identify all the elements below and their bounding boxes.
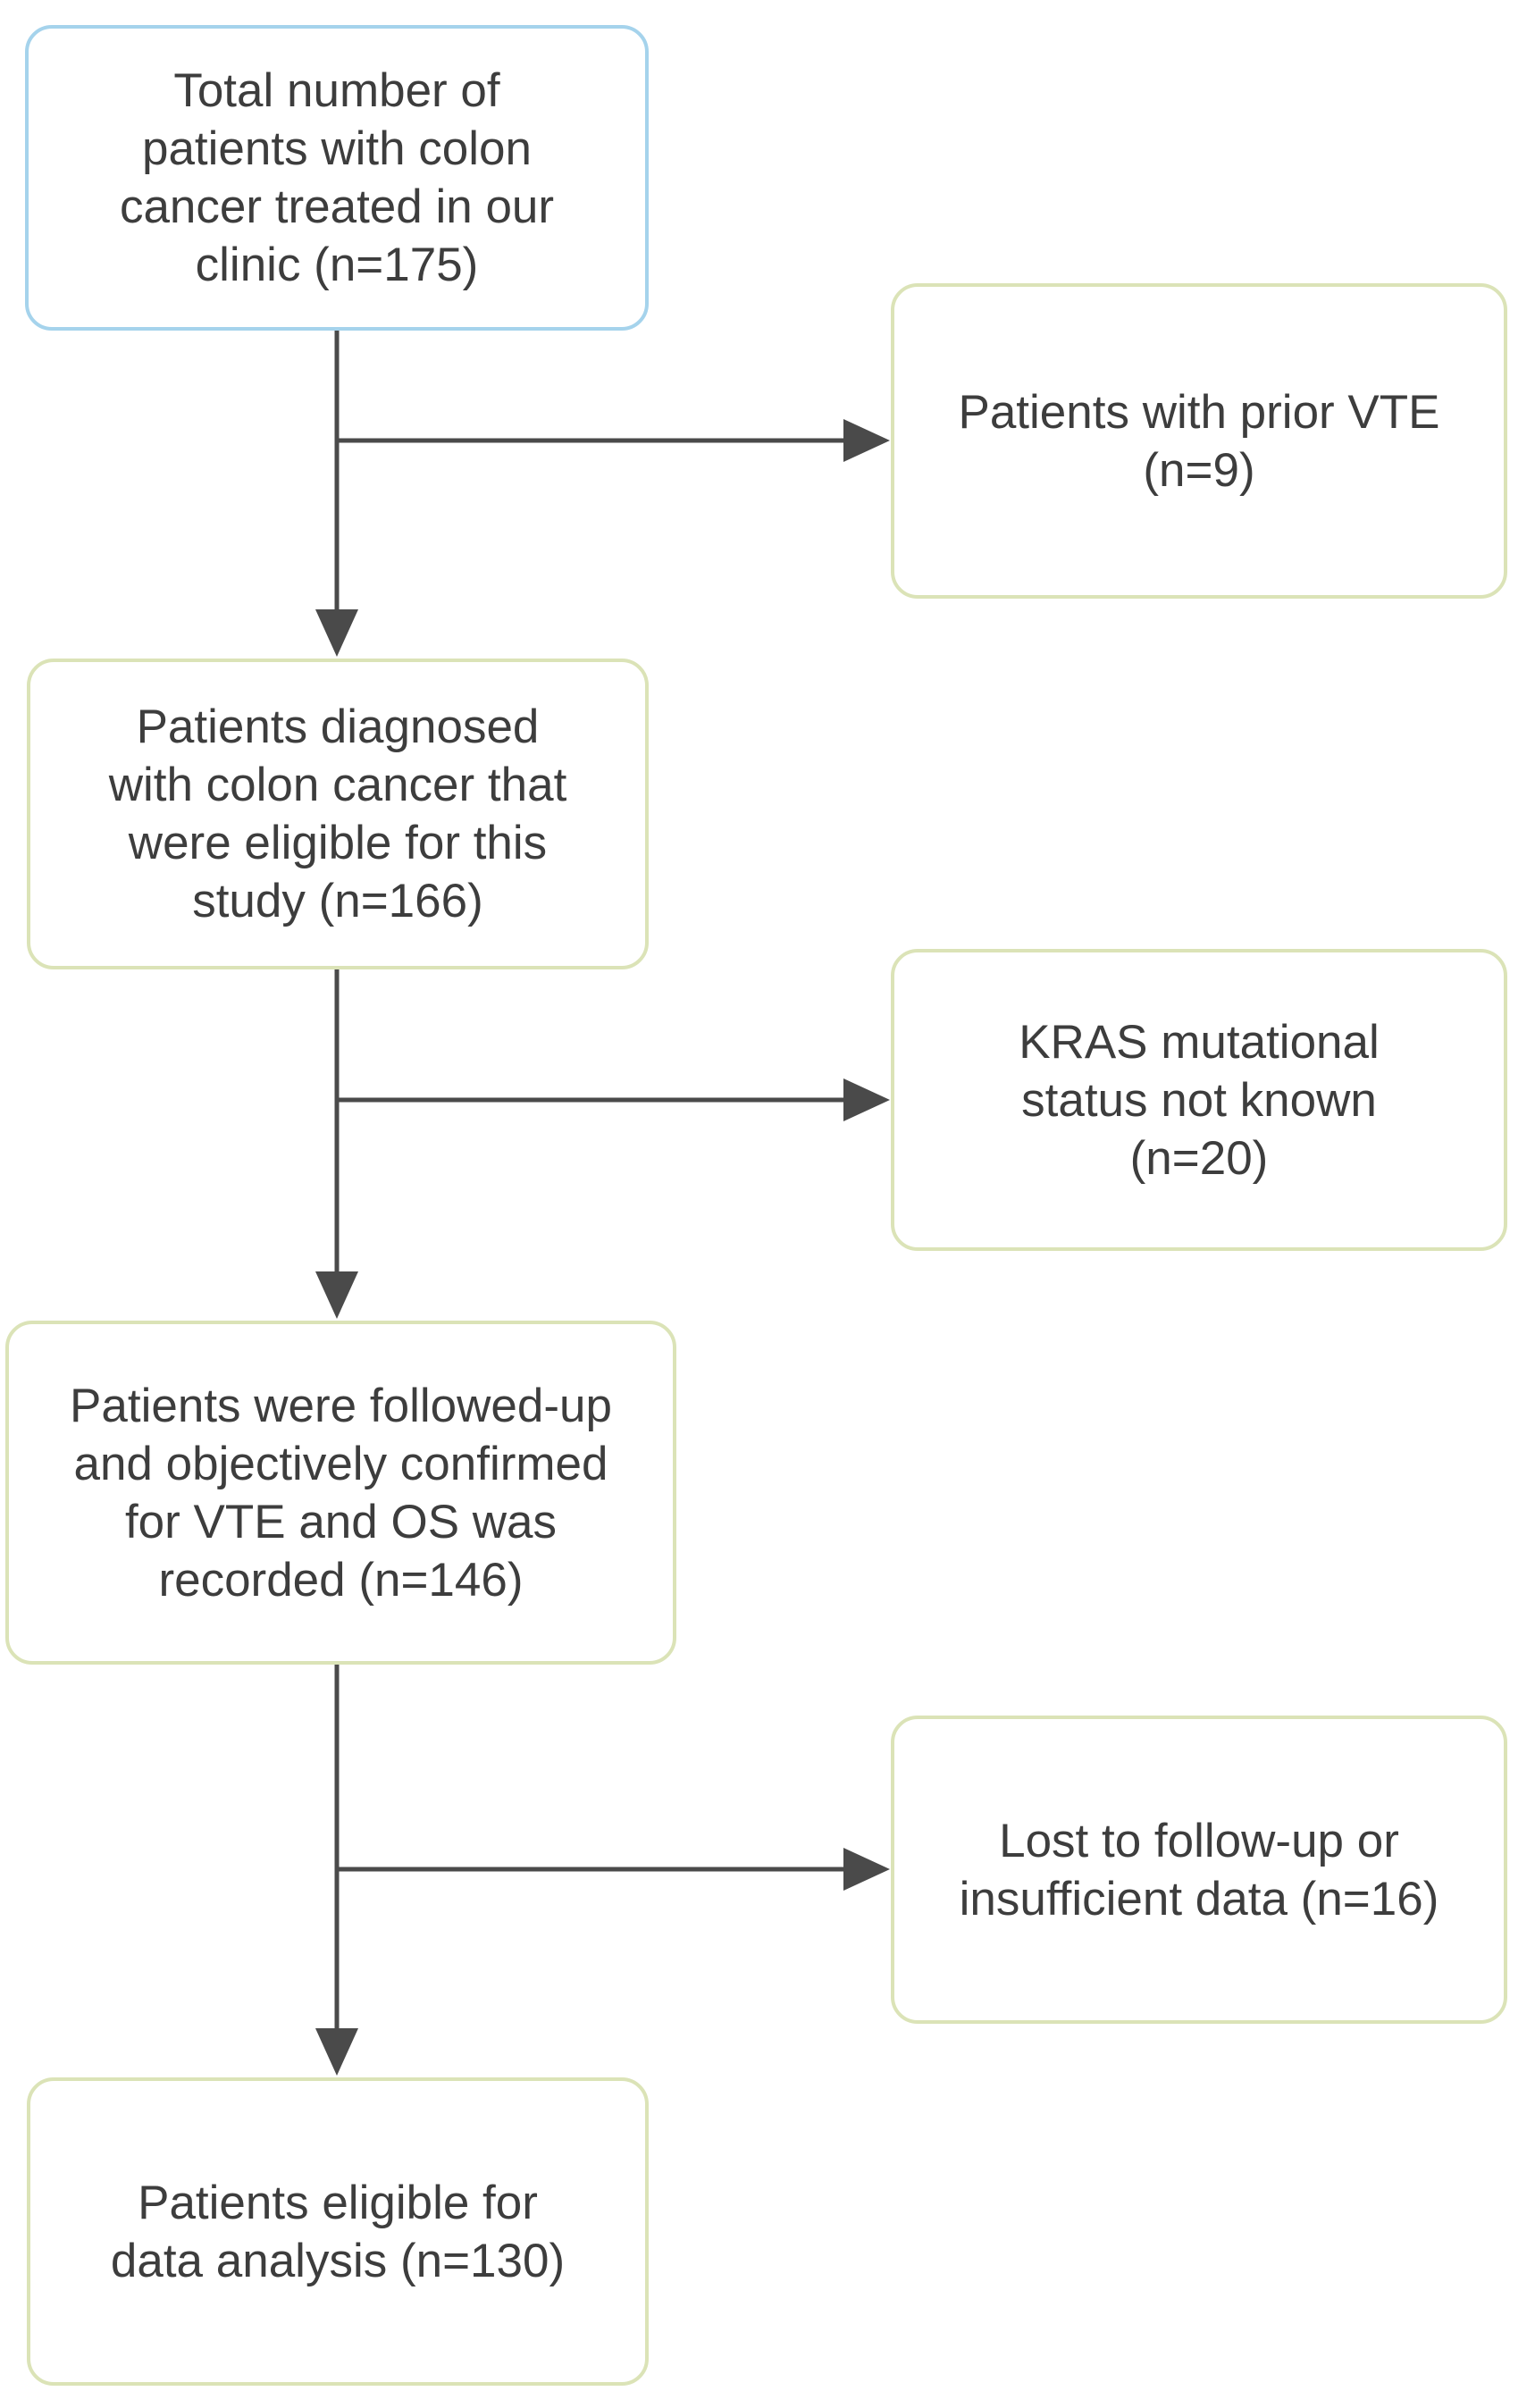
box-total-patients-label: Total number of patients with colon canc… xyxy=(119,64,555,291)
arrowhead-down-3-icon xyxy=(315,2028,358,2076)
box-analysis-patients-label: Patients eligible for data analysis (n=1… xyxy=(110,2176,566,2287)
box-analysis-patients: Patients eligible for data analysis (n=1… xyxy=(27,2077,649,2386)
box-kras-unknown-label: KRAS mutational status not known (n=20) xyxy=(1019,1015,1380,1185)
box-total-patients: Total number of patients with colon canc… xyxy=(25,25,649,331)
box-prior-vte-label: Patients with prior VTE (n=9) xyxy=(958,385,1440,497)
box-prior-vte: Patients with prior VTE (n=9) xyxy=(891,283,1507,599)
box-eligible-patients: Patients diagnosed with colon cancer tha… xyxy=(27,659,649,969)
box-lost-followup-label: Lost to follow-up or insufficient data (… xyxy=(959,1814,1439,1926)
box-lost-followup: Lost to follow-up or insufficient data (… xyxy=(891,1716,1507,2024)
arrowhead-down-1-icon xyxy=(315,609,358,657)
box-kras-unknown: KRAS mutational status not known (n=20) xyxy=(891,949,1507,1251)
box-eligible-patients-label: Patients diagnosed with colon cancer tha… xyxy=(108,701,567,927)
arrowhead-right-2-icon xyxy=(843,1078,890,1121)
arrowhead-right-3-icon xyxy=(843,1848,890,1891)
box-followup-patients-label: Patients were followed-up and objectivel… xyxy=(70,1379,612,1607)
arrowhead-right-1-icon xyxy=(843,419,890,462)
box-followup-patients: Patients were followed-up and objectivel… xyxy=(5,1321,676,1665)
arrowhead-down-2-icon xyxy=(315,1271,358,1319)
